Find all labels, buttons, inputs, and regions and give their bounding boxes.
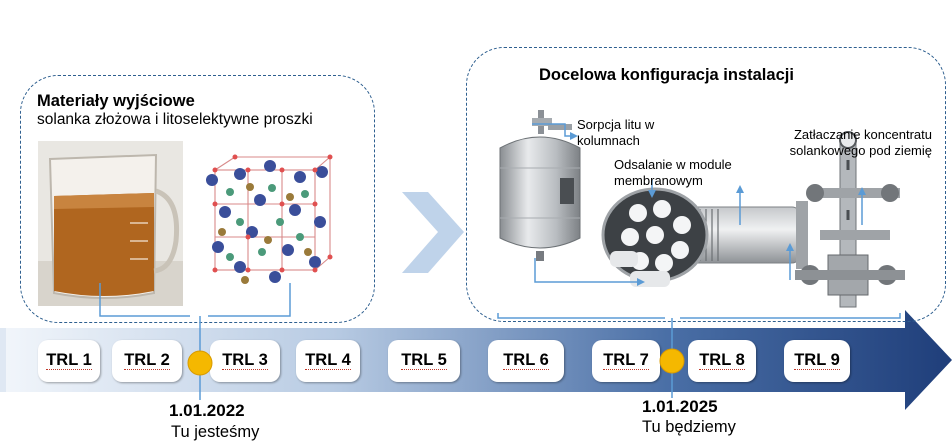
desalination-label: Odsalanie w module membranowym	[614, 157, 732, 188]
trl-box-3: TRL 3	[210, 340, 280, 382]
trl-box-1: TRL 1	[38, 340, 100, 382]
trl-box-6: TRL 6	[488, 340, 564, 382]
materials-panel	[20, 75, 375, 323]
milestone-marker-target	[659, 348, 685, 374]
membrane-module-image	[601, 187, 808, 287]
injection-label: Zatłaczanie koncentratu solankowego pod …	[789, 127, 932, 158]
brine-beaker-image	[38, 141, 183, 306]
materials-title: Materiały wyjściowe	[37, 92, 195, 110]
milestone-marker-current	[187, 350, 213, 376]
trl-box-7: TRL 7	[592, 340, 660, 382]
trl-box-9: TRL 9	[784, 340, 850, 382]
sorption-column-image	[499, 110, 581, 261]
crystal-structure-image	[206, 154, 333, 284]
materials-subtitle: solanka złożowa i litoselektywne proszki	[37, 111, 313, 128]
milestone-note-current: Tu jesteśmy	[171, 423, 260, 441]
wellhead-image	[795, 131, 905, 308]
trl-box-4: TRL 4	[296, 340, 360, 382]
installation-panel	[466, 47, 946, 322]
timeline-arrow	[0, 310, 952, 410]
trl-box-5: TRL 5	[388, 340, 460, 382]
milestone-date-current: 1.01.2022	[169, 401, 245, 420]
milestone-note-target: Tu będziemy	[642, 418, 736, 436]
chevron-arrow-icon	[402, 192, 464, 273]
sorption-label: Sorpcja litu w kolumnach	[577, 117, 655, 148]
trl-box-8: TRL 8	[688, 340, 756, 382]
trl-box-2: TRL 2	[112, 340, 182, 382]
milestone-date-target: 1.01.2025	[642, 397, 718, 416]
installation-title: Docelowa konfiguracja instalacji	[539, 66, 794, 84]
